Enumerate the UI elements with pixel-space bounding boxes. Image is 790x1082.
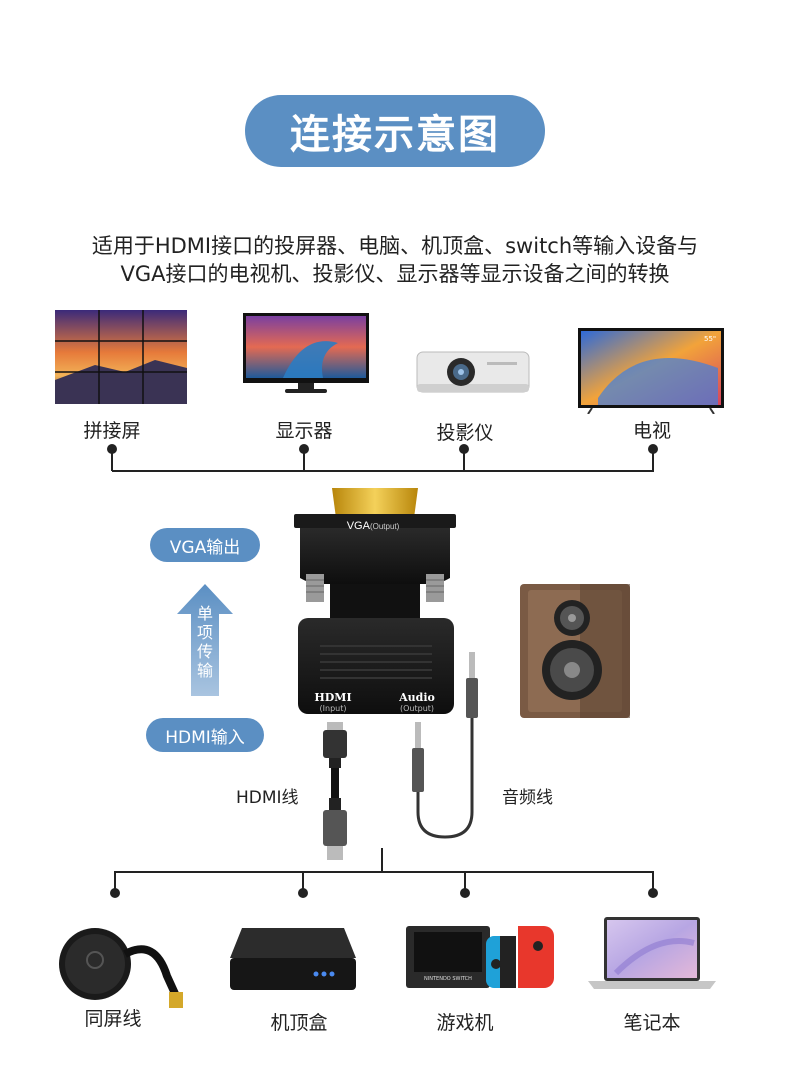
hdmi-label: HDMI — [314, 691, 352, 704]
tv-size-badge: 55" — [704, 335, 716, 343]
audio-label: Audio — [399, 691, 435, 704]
vga-sub-label: (Output) — [369, 522, 400, 531]
connector-line — [652, 871, 654, 891]
hdmi-sub-label: (Input) — [319, 704, 347, 713]
vga-port-label: VGA(Output) — [328, 520, 418, 532]
connector-line — [111, 449, 113, 471]
connector-dot — [460, 888, 470, 898]
vga-output-tag: VGA输出 — [150, 528, 260, 562]
audio-cable-icon — [412, 652, 478, 839]
monitor-icon — [243, 313, 369, 393]
device-label-laptop: 笔记本 — [623, 1012, 681, 1034]
video-wall-icon — [55, 310, 187, 404]
device-label-screen-mirror: 同屏线 — [84, 1008, 142, 1030]
device-label-set-top-box: 机顶盒 — [270, 1012, 328, 1034]
connector-line — [302, 871, 304, 891]
device-label-projector: 投影仪 — [436, 422, 494, 444]
hdmi-port-label: HDMI (Input) — [308, 691, 358, 713]
connector-dot — [298, 888, 308, 898]
laptop-icon — [588, 917, 716, 989]
speaker-icon — [520, 584, 630, 718]
up-arrow-icon — [177, 584, 233, 696]
page-title: 连接示意图 — [245, 95, 545, 167]
connector-dot — [648, 888, 658, 898]
description-line-2: VGA接口的电视机、投影仪、显示器等显示设备之间的转换 — [120, 262, 670, 286]
connector-line — [303, 449, 305, 471]
hdmi-cable-icon — [323, 722, 347, 860]
top-bus-line — [112, 470, 654, 472]
device-label-monitor: 显示器 — [275, 420, 333, 442]
audio-sub-label: (Output) — [399, 704, 435, 713]
connector-line — [463, 449, 465, 471]
vga-label: VGA — [346, 520, 370, 532]
hdmi-input-tag: HDMI输入 — [146, 718, 264, 752]
game-console-icon: NINTENDO SWITCH — [406, 926, 554, 988]
description: 适用于HDMI接口的投屏器、电脑、机顶盒、switch等输入设备与 VGA接口的… — [30, 232, 760, 288]
connector-line — [464, 871, 466, 891]
bottom-stem-line — [381, 848, 383, 872]
vga-adapter-icon — [294, 488, 456, 714]
device-label-tv: 电视 — [632, 420, 671, 442]
device-label-video-wall: 拼接屏 — [83, 420, 141, 442]
tv-icon: 55" — [578, 328, 724, 414]
one-way-transmission-text: 单项传输 — [196, 604, 213, 680]
projector-icon — [416, 351, 530, 393]
connector-line — [114, 871, 116, 891]
hdmi-cable-label: HDMI线 — [236, 788, 299, 808]
device-label-game-console: 游戏机 — [436, 1012, 494, 1034]
audio-port-label: Audio (Output) — [392, 691, 442, 713]
audio-cable-label: 音频线 — [502, 788, 553, 808]
screen-mirror-dongle-icon — [59, 928, 183, 1008]
switch-logo-text: NINTENDO SWITCH — [424, 976, 472, 982]
connector-line — [652, 449, 654, 471]
set-top-box-icon — [230, 928, 356, 990]
connector-dot — [110, 888, 120, 898]
description-line-1: 适用于HDMI接口的投屏器、电脑、机顶盒、switch等输入设备与 — [91, 234, 699, 258]
bottom-bus-line — [114, 871, 654, 873]
